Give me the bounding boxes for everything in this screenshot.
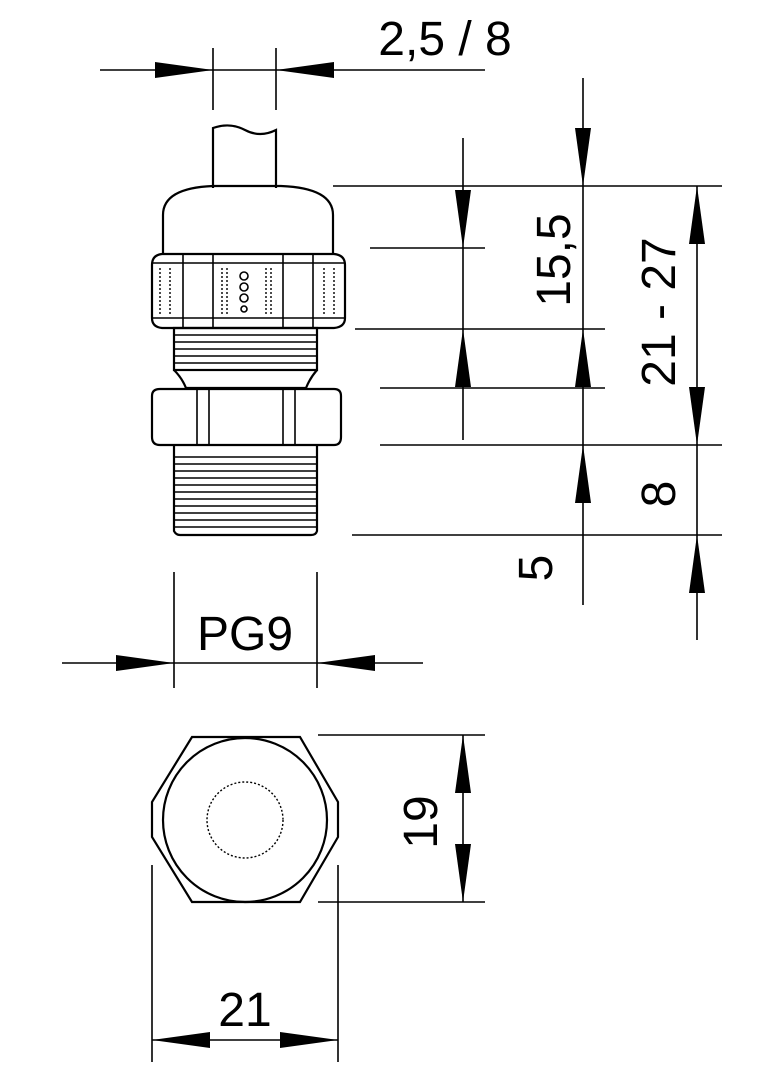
thread-size-label: PG9 — [197, 608, 293, 661]
neck-thread-lines — [174, 334, 317, 364]
thread-length-label: 8 — [633, 481, 686, 508]
dim-cap-height — [455, 138, 471, 440]
locknut-height-label: 5 — [510, 555, 563, 582]
cable-range-label: 2,5 / 8 — [378, 13, 511, 66]
dim-cable-range — [100, 48, 485, 110]
hex-height-label: 19 — [395, 795, 448, 848]
gland-end-view — [150, 735, 340, 904]
hex-width-label: 21 — [218, 984, 271, 1037]
logo-mark — [239, 271, 249, 313]
dim-lengths — [575, 78, 705, 640]
bottom-thread-lines — [174, 456, 317, 528]
dim-thread-size — [62, 572, 423, 688]
total-length-label: 21 - 27 — [633, 237, 686, 386]
extension-lines — [333, 185, 722, 536]
dim-hex-width — [151, 865, 339, 1062]
cap-height-label: 15,5 — [528, 213, 581, 306]
gland-side-view — [150, 124, 347, 537]
dim-hex-height — [318, 734, 485, 903]
